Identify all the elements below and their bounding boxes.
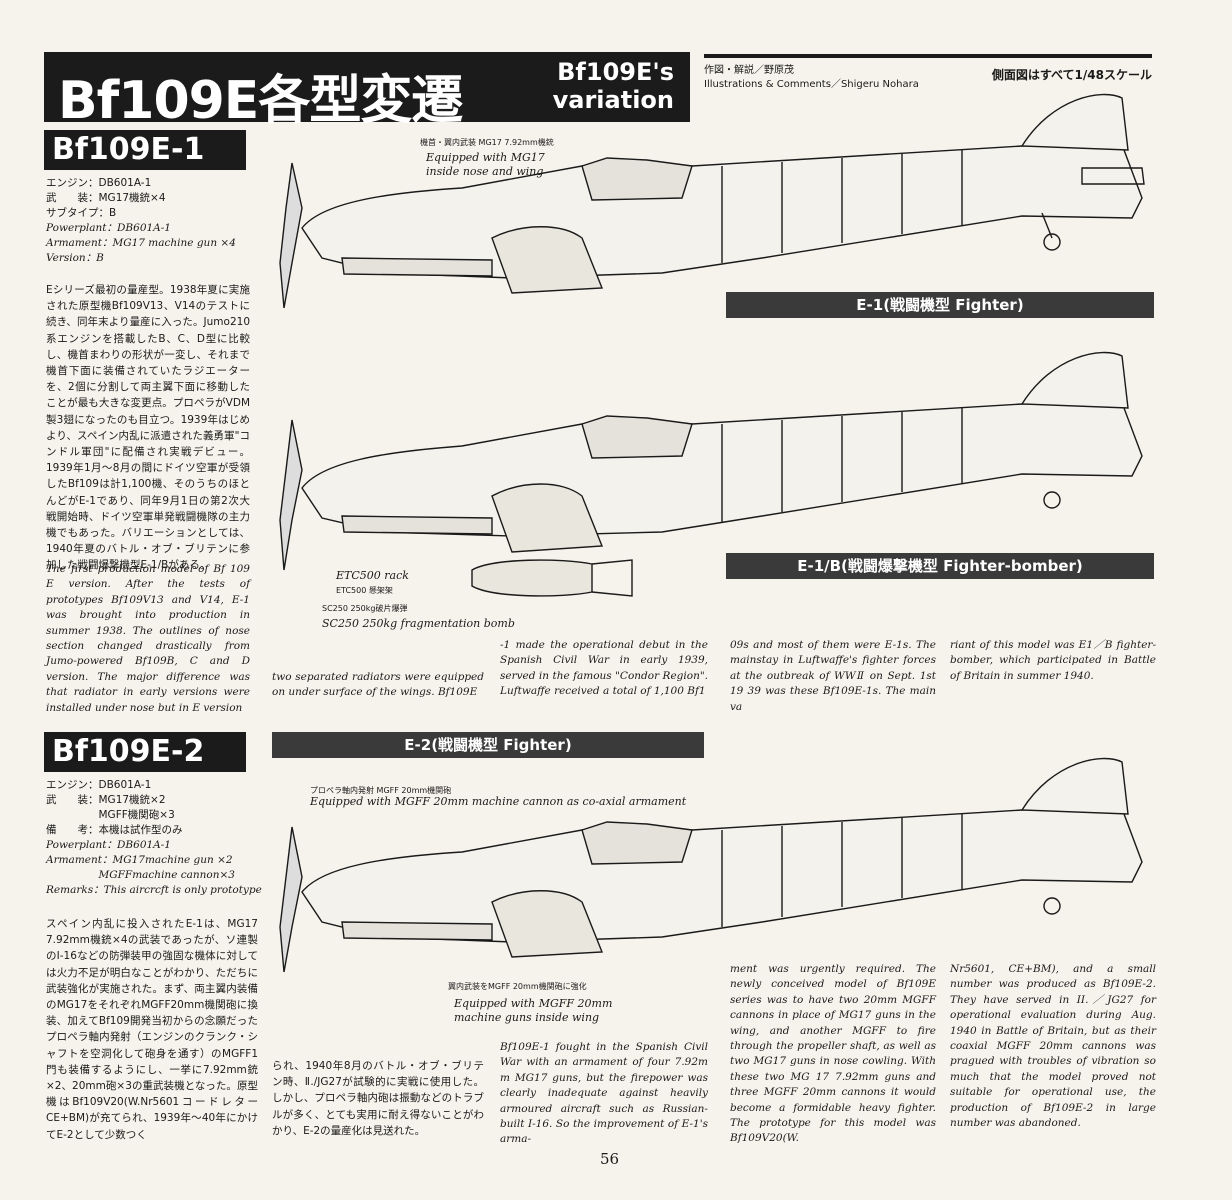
- e2-heading: Bf109E-2: [44, 732, 246, 772]
- sc-note-jp: SC250 250kg破片爆弾: [322, 604, 408, 613]
- spec-line: 武 装：MG17機銃×4: [46, 192, 166, 204]
- title-bar: Bf109E各型変遷 Bf109E's variation: [44, 52, 690, 131]
- sc-note-en: SC250 250kg fragmentation bomb: [322, 617, 515, 630]
- etc-note-en: ETC500 rack: [336, 569, 409, 582]
- e1-fighter-label: E-1(戦闘機型 Fighter): [726, 292, 1154, 318]
- e1-heading: Bf109E-1: [44, 130, 246, 170]
- spec-line: Armament：MG17machine gun ×2: [46, 854, 233, 866]
- spec-line: Powerplant：DB601A-1: [46, 839, 171, 851]
- title-en-line2: variation: [552, 86, 674, 114]
- etc-note-jp: ETC500 懸架架: [336, 586, 393, 595]
- e1-fighter-drawing: [279, 93, 1145, 309]
- spec-line: エンジン：DB601A-1: [46, 779, 152, 791]
- credits: 作図・解説／野原茂 Illustrations & Comments／Shige…: [704, 64, 919, 92]
- e2-specs: エンジン：DB601A-1 武 装：MG17機銃×2 MGFF機関砲×3 備 考…: [46, 778, 262, 898]
- e2-note2-en2: machine guns inside wing: [454, 1011, 600, 1024]
- e2-label: E-2(戦闘機型 Fighter): [272, 732, 704, 758]
- credit-en: Illustrations & Comments／Shigeru Nohara: [704, 79, 919, 90]
- e1-en-col1: The first production model of Bf 109 E v…: [46, 563, 250, 714]
- title-en-line1: Bf109E's: [557, 58, 674, 86]
- e1-note-en2: inside nose and wing: [426, 165, 544, 178]
- e1b-fighter-bomber-drawing: [279, 351, 1143, 597]
- e1-jp-text: Eシリーズ最初の量産型。1938年夏に実施された原型機Bf109V13、V14の…: [46, 284, 250, 572]
- spec-line: サブタイプ：B: [46, 207, 117, 219]
- e2-en-col3: Nr5601, CE+BM), and a small number was p…: [950, 963, 1156, 1130]
- e2-note1-en: Equipped with MGFF 20mm machine cannon a…: [310, 795, 687, 808]
- e2-note2-jp: 翼内武装をMGFF 20mm機関砲に強化: [448, 982, 587, 991]
- header-rule: [704, 54, 1152, 58]
- e1-en-col3: -1 made the operational debut in the Spa…: [500, 639, 708, 698]
- e1b-label: E-1/B(戦闘爆撃機型 Fighter-bomber): [726, 553, 1154, 579]
- e2-note2-en1: Equipped with MGFF 20mm: [454, 997, 613, 1010]
- e2-jp-col2: られ、1940年8月のバトル・オブ・ブリテン時、Ⅱ./JG27が試験的に実戦に使…: [272, 1060, 484, 1137]
- spec-line: MGFFmachine cannon×3: [46, 869, 235, 881]
- spec-line: 備 考：本機は試作型のみ: [46, 824, 183, 836]
- e2-en-col1: Bf109E-1 fought in the Spanish Civil War…: [500, 1041, 708, 1146]
- spec-line: Powerplant：DB601A-1: [46, 222, 171, 234]
- spec-line: 武 装：MG17機銃×2: [46, 794, 166, 806]
- e2-fighter-drawing: [279, 757, 1143, 973]
- e1-en-col5: riant of this model was E1／B fighter-bom…: [950, 639, 1156, 682]
- e2-en-col2: ment was urgently required. The newly co…: [730, 963, 936, 1145]
- e1-note-en1: Equipped with MG17: [426, 151, 545, 164]
- credit-jp: 作図・解説／野原茂: [704, 65, 794, 76]
- e1-note-jp: 機首・翼内武装 MG17 7.92mm機銃: [420, 138, 554, 147]
- spec-line: MGFF機関砲×3: [46, 809, 175, 821]
- spec-line: Armament：MG17 machine gun ×4: [46, 237, 236, 249]
- e2-note1-jp: プロペラ軸内発射 MGFF 20mm機関砲: [310, 786, 452, 795]
- e1-en-col2: two separated radiators were equipped on…: [272, 671, 484, 699]
- e1-specs: エンジン：DB601A-1 武 装：MG17機銃×4 サブタイプ：B Power…: [46, 176, 236, 266]
- spec-line: エンジン：DB601A-1: [46, 177, 152, 189]
- e2-jp-col1: スペイン内乱に投入されたE-1は、MG17 7.92mm機銃×4の武装であったが…: [46, 918, 258, 1141]
- page-title: Bf109E各型変遷: [58, 71, 463, 131]
- spec-line: Version：B: [46, 252, 104, 264]
- scale-note: 側面図はすべて1/48スケール: [991, 68, 1152, 82]
- e1-en-col4: 09s and most of them were E-1s. The main…: [730, 639, 936, 713]
- page-number: 56: [600, 1150, 620, 1168]
- spec-line: Remarks：This aircrcft is only prototype: [46, 884, 262, 896]
